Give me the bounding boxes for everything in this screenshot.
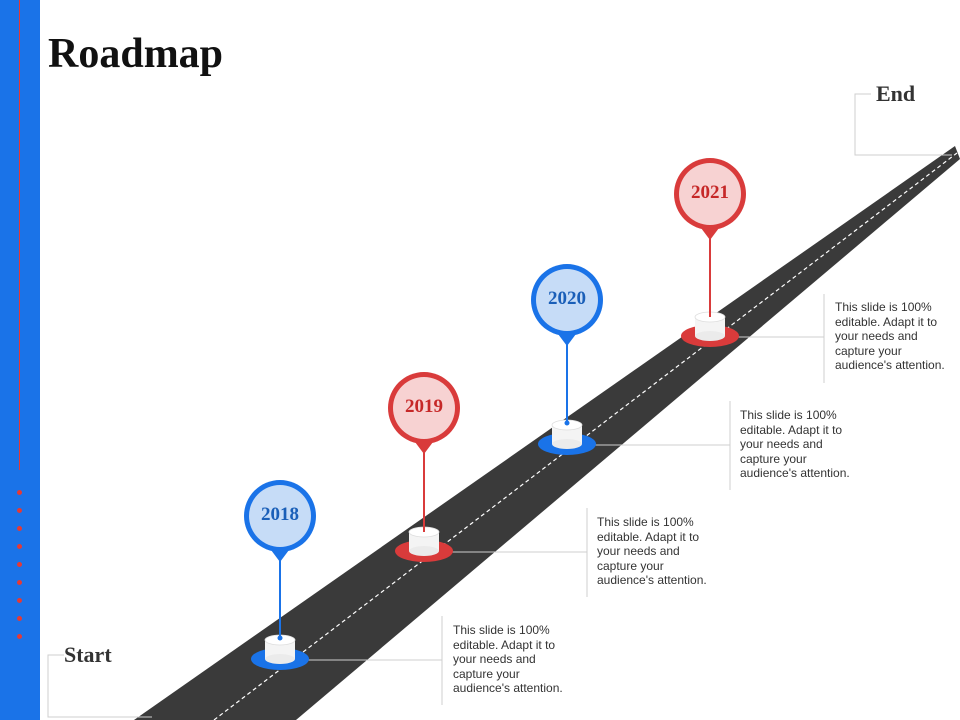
- sidebar-dot: [17, 580, 22, 585]
- milestone-description: This slide is 100% editable. Adapt it to…: [453, 623, 563, 695]
- year-label: 2019: [405, 396, 443, 417]
- sidebar-dot: [17, 508, 22, 513]
- year-label: 2018: [261, 504, 299, 525]
- milestone-2019: [388, 372, 460, 562]
- end-label: End: [876, 81, 916, 106]
- road: [134, 146, 960, 720]
- pin-tip: [412, 438, 436, 454]
- sidebar-dot: [17, 598, 22, 603]
- page-title: Roadmap: [48, 31, 224, 77]
- pin-face: [249, 485, 311, 547]
- milestone-description: This slide is 100% editable. Adapt it to…: [597, 515, 707, 587]
- sidebar-dot: [17, 616, 22, 621]
- milestone-description: This slide is 100% editable. Adapt it to…: [835, 300, 945, 372]
- milestone-2021: [674, 158, 746, 347]
- sidebar-dot: [17, 490, 22, 495]
- sidebar-dot: [17, 526, 22, 531]
- milestone-2020: [531, 264, 603, 455]
- pin-tip: [268, 546, 292, 562]
- pin-tip: [698, 224, 722, 240]
- milestone-2018: [244, 480, 316, 670]
- sidebar-bar: [0, 0, 40, 720]
- year-label: 2020: [548, 288, 586, 309]
- sidebar-dot: [17, 544, 22, 549]
- start-bracket: [47, 654, 152, 718]
- pin-face: [679, 163, 741, 225]
- start-label: Start: [64, 642, 112, 667]
- year-label: 2021: [691, 182, 729, 203]
- connector-lines: [300, 294, 825, 705]
- milestone-description: This slide is 100% editable. Adapt it to…: [740, 408, 850, 480]
- sidebar-line: [19, 0, 20, 470]
- pin-face: [393, 377, 455, 439]
- end-bracket: [854, 93, 952, 156]
- pin-tip: [555, 330, 579, 346]
- sidebar-dot: [17, 562, 22, 567]
- pin-face: [536, 269, 598, 331]
- sidebar-dot: [17, 634, 22, 639]
- road-center-line: [213, 152, 958, 720]
